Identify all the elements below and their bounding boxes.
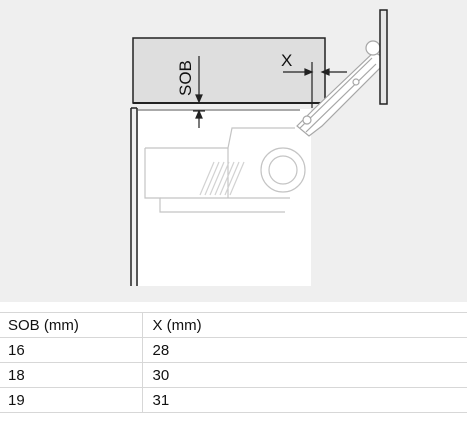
table-cell: 19 xyxy=(0,387,143,413)
table-header-row: SOB (mm) X (mm) xyxy=(0,312,467,338)
drawing-svg: SOB X xyxy=(130,9,388,286)
table-row: 19 31 xyxy=(0,387,467,413)
top-panel xyxy=(132,37,326,104)
table-cell: 31 xyxy=(142,387,467,413)
table-cell: 18 xyxy=(0,362,143,388)
table-header-cell: X (mm) xyxy=(142,312,467,338)
table-row: 16 28 xyxy=(0,337,467,363)
sob-label: SOB xyxy=(176,60,195,96)
table-cell: 30 xyxy=(142,362,467,388)
table-cell: 28 xyxy=(142,337,467,363)
technical-drawing: SOB X xyxy=(0,0,467,302)
table-header-cell: SOB (mm) xyxy=(0,312,143,338)
front-door-panel xyxy=(379,9,388,105)
table-row: 18 30 xyxy=(0,362,467,388)
lift-mechanism xyxy=(144,127,306,213)
x-label: X xyxy=(281,51,292,70)
x-dimension xyxy=(283,62,347,108)
sob-dimension xyxy=(193,56,205,128)
table-cell: 16 xyxy=(0,337,143,363)
dimension-table: SOB (mm) X (mm) 16 28 18 30 19 31 xyxy=(0,312,467,413)
